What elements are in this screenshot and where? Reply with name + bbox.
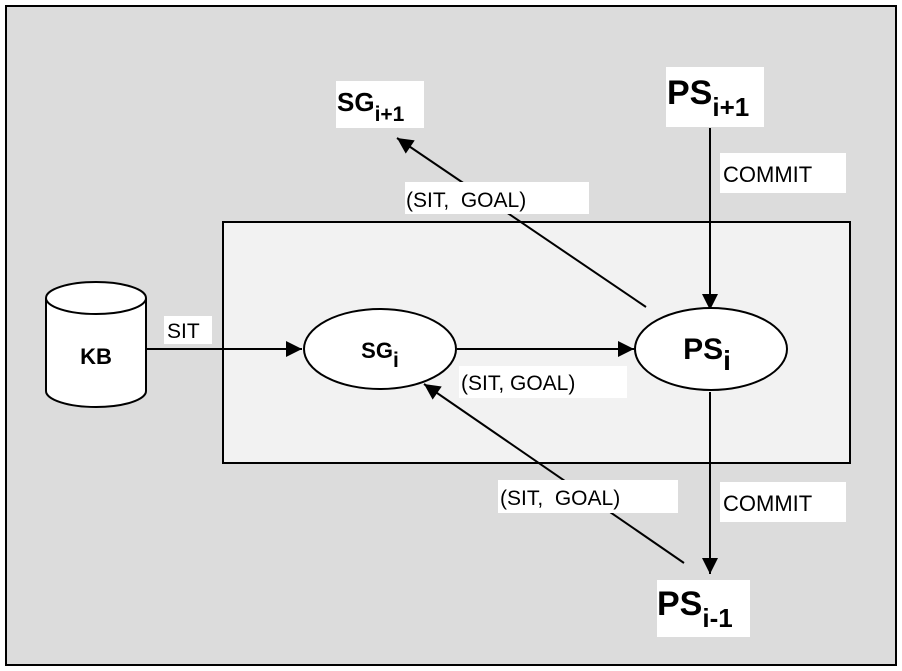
edge-label-sit: SIT <box>167 320 200 343</box>
ps-next-label: PSi+1 <box>667 74 749 122</box>
kb-label: KB <box>80 344 112 369</box>
ps-next-bg <box>666 67 764 127</box>
kb-database-icon <box>45 281 147 408</box>
commit-bottom-bg <box>720 482 846 522</box>
edge-label-sit-goal-mid: (SIT, GOAL) <box>461 372 575 395</box>
sit-goal-top-bg <box>405 182 589 214</box>
edge-label-sit-goal-bottom: (SIT, GOAL) <box>500 487 620 510</box>
ps-i-node <box>634 307 788 391</box>
edge-label-sit-goal-top: (SIT, GOAL) <box>406 189 526 212</box>
ps-i-label: PSi <box>683 333 731 376</box>
commit-top-bg <box>720 153 846 193</box>
ps-prev-label: PSi-1 <box>657 585 733 633</box>
sit-goal-bottom-bg <box>498 480 678 513</box>
ps-prev-bg <box>657 580 750 637</box>
edge-ps-prev-to-sg <box>423 383 685 564</box>
sg-i-node <box>303 308 457 390</box>
sg-next-bg <box>336 81 424 128</box>
sit-label-bg <box>164 316 212 344</box>
sg-i-label: SGi <box>361 338 399 372</box>
edge-label-commit-bottom: COMMIT <box>723 491 812 516</box>
edge-ps-to-sg-next <box>396 137 647 308</box>
sit-goal-mid-bg <box>459 366 627 398</box>
sg-next-label: SGi+1 <box>337 87 405 126</box>
edge-label-commit-top: COMMIT <box>723 162 812 187</box>
